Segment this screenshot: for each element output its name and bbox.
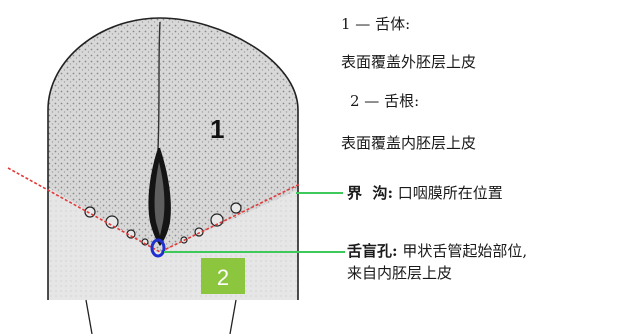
- sulcus-callout-desc: 口咽膜所在位置: [398, 184, 503, 202]
- foramen-callout-desc-1: 甲状舌管起始部位,: [402, 242, 527, 260]
- tongue-root-legend-desc: 表面覆盖内胚层上皮: [341, 134, 476, 152]
- foramen-callout-desc-2: 来自内胚层上皮: [347, 264, 452, 282]
- tongue-body-legend-title: 1 — 舌体:: [341, 15, 410, 33]
- sulcus-callout-term: 界 沟:: [347, 184, 393, 202]
- foramen-callout: 舌盲孔: 甲状舌管起始部位,: [347, 242, 527, 260]
- tongue-body-number: 1: [210, 114, 224, 144]
- tongue-neck-left: [86, 300, 92, 334]
- sulcus-callout: 界 沟: 口咽膜所在位置: [347, 184, 503, 202]
- tongue-neck-right: [230, 300, 236, 334]
- tongue-body-legend-desc: 表面覆盖外胚层上皮: [341, 53, 476, 71]
- foramen-callout-term: 舌盲孔:: [347, 242, 398, 260]
- tongue-root-legend-title: 2 — 舌根:: [350, 92, 419, 110]
- tongue-root-number: 2: [217, 265, 229, 290]
